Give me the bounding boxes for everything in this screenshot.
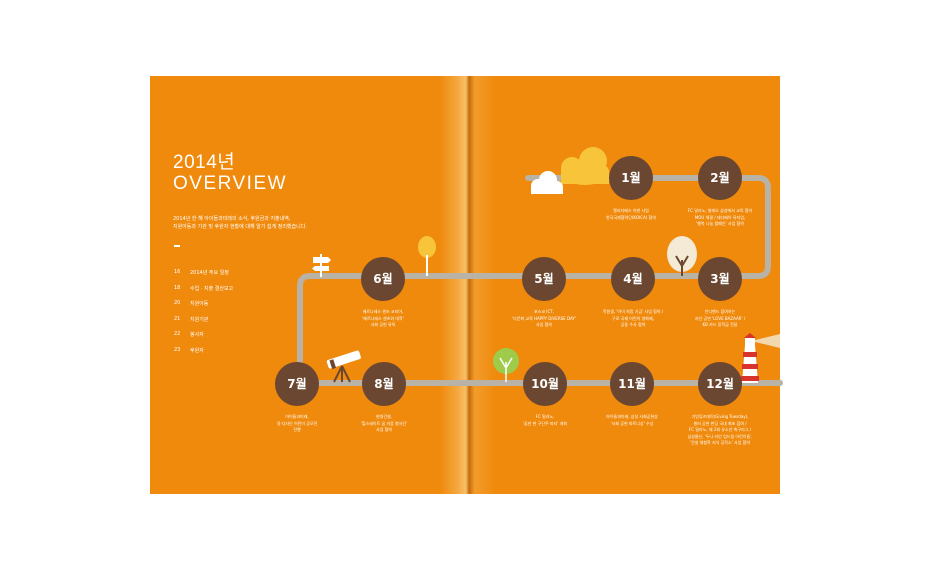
description-line: 현대건설,: [376, 414, 392, 419]
toc-page-number: 20: [174, 300, 181, 307]
description-line: FC 밀라노, 발레오 삼성에서 교육 협약: [687, 208, 753, 213]
toc-page-number: 22: [174, 331, 181, 338]
telescope-icon: [326, 350, 361, 383]
toc-label: 2014년 주요 일정: [190, 270, 229, 276]
month-description-jun: 베르나레스 센츠 코리아, '베르나레스 센츠와 대학' 사회 공헌 뮤직: [335, 309, 431, 329]
month-description-mar: 인디밴드 참여하는 자선 공연 'LOVE BAZAAR' / KB 카드 장학…: [672, 309, 768, 329]
description-line: 자선 공연 'LOVE BAZAAR' /: [694, 315, 746, 321]
toc-item[interactable]: 21 지원기관: [174, 316, 294, 332]
description-line: 기빙튜즈데이(Giving Tuesday),: [691, 414, 749, 419]
tree-white-icon: [667, 236, 697, 276]
description-line: 인디밴드 참여하는: [704, 309, 736, 314]
toc-label: 후원자: [190, 347, 204, 354]
description-line: FC 밀라노, 제 2회 유소년 축구리그 /: [688, 427, 752, 432]
toc-label: 지원아동: [190, 301, 209, 308]
month-description-jul: 아이들과미래, 경·디자인 어린이 공모전 진행: [249, 414, 345, 434]
intro-line: 지원아동과 기관 및 후원자 현황에 대해 알기 쉽게 정리했습니다.: [173, 224, 307, 230]
description-line: '베르나레스 센츠와 대학': [362, 315, 404, 321]
description-line: MOU 체결 / 테디베어 뮤지엄,: [694, 214, 746, 220]
toc-page-number: 18: [174, 284, 181, 291]
description-line: KB 카드 장학금 전달: [702, 322, 738, 327]
description-line: 포스코 ICT,: [534, 309, 554, 314]
month-marker-apr[interactable]: 4월: [611, 257, 655, 301]
tree-yellow-icon: [418, 236, 436, 276]
month-marker-nov[interactable]: 11월: [610, 362, 654, 406]
month-marker-may[interactable]: 5월: [522, 257, 566, 301]
toc-item[interactable]: 22 봉사자: [174, 331, 294, 347]
toc-label: 수입 · 지출 결산보고: [190, 285, 234, 292]
divider: [174, 245, 180, 247]
description-line: 학원생, '아이 희망 기금' 사업 협약 /: [602, 309, 664, 314]
left-page: [150, 76, 468, 494]
toc-label: 봉사자: [190, 332, 204, 339]
description-line: 삼성물산, '두나 라인 업드림 어린이들',: [687, 433, 753, 439]
description-line: FC 밀라노,: [535, 414, 555, 419]
toc-item[interactable]: 16 2014년 주요 일정: [174, 269, 294, 285]
toc-item[interactable]: 20 지원아동: [174, 300, 294, 316]
toc-page-number: 21: [174, 315, 181, 322]
description-line: 진행: [293, 427, 301, 432]
description-line: '건설 체험학 지식 공작소' 사업 협약: [689, 440, 751, 445]
description-line: 구로 국제 어린이 영화제,: [612, 315, 654, 321]
month-description-oct: FC 밀라노, '꿈만 한 구단주 파티' 개최: [497, 414, 593, 427]
lighthouse-icon: [741, 333, 780, 383]
intro-line: 2014년 한 해 아이들과미래의 소식, 후원금과 지출내역,: [173, 216, 291, 222]
description-line: 베르나레스 센츠 코리아,: [362, 309, 404, 314]
description-line: '힐스테이트 꿈 키움 봉사단': [360, 420, 408, 426]
toc-page-number: 23: [174, 346, 181, 353]
description-line: '행복 나눔 캠페인' 사업 협약: [696, 221, 744, 226]
description-line: 경·디자인 어린이 공모전: [276, 420, 318, 426]
description-line: '다문화 교육 HAPPY DIVERSE DAY': [512, 315, 576, 321]
description-line: 사업 협약: [376, 427, 392, 432]
month-marker-jan[interactable]: 1월: [609, 156, 653, 200]
title-year: 2014년: [173, 152, 236, 173]
month-marker-aug[interactable]: 8월: [362, 362, 406, 406]
book-spine: [440, 76, 496, 494]
description-line: 사회 공헌 뮤직: [370, 322, 396, 327]
description-line: 엘리자베스 아덴 사업: [613, 208, 649, 213]
month-marker-feb[interactable]: 2월: [698, 156, 742, 200]
month-marker-jul[interactable]: 7월: [275, 362, 319, 406]
cloud-white-icon: [531, 171, 563, 194]
month-description-apr: 학원생, '아이 희망 기금' 사업 협약 / 구로 국제 어린이 영화제, 공…: [585, 309, 681, 329]
month-marker-mar[interactable]: 3월: [698, 257, 742, 301]
month-marker-jun[interactable]: 6월: [361, 257, 405, 301]
toc-label: 지원기관: [190, 316, 209, 323]
month-marker-dec[interactable]: 12월: [698, 362, 742, 406]
signpost-icon: [312, 254, 331, 277]
table-of-contents: 16 2014년 주요 일정 18 수입 · 지출 결산보고 20 지원아동 21 지원…: [174, 269, 294, 363]
month-marker-oct[interactable]: 10월: [523, 362, 567, 406]
toc-page-number: 16: [174, 269, 181, 275]
description-line: 사업 협약: [536, 322, 552, 327]
cloud-yellow-icon: [561, 147, 609, 185]
tree-green-icon: [493, 348, 519, 382]
month-description-jan: 엘리자베스 아덴 사업 한국국제협력단(KOICA) 협약: [583, 208, 679, 221]
description-line: 아이들과미래,: [285, 414, 309, 419]
month-description-aug: 현대건설, '힐스테이트 꿈 키움 봉사단' 사업 협약: [336, 414, 432, 434]
description-line: '사회 공헌 파트너상' 수상: [610, 420, 654, 426]
month-description-dec: 기빙튜즈데이(Giving Tuesday), 셀러 공헌 펀딩 국내 최초 참…: [672, 414, 768, 447]
title-overview: OVERVIEW: [173, 173, 288, 194]
month-description-nov: 아이들과미래, 삼성 사회공헌상 '사회 공헌 파트너상' 수상: [584, 414, 680, 427]
description-line: 셀러 공헌 펀딩 국내 최초 참여 /: [693, 420, 747, 426]
description-line: '꿈만 한 구단주 파티' 개최: [522, 420, 568, 426]
month-description-feb: FC 밀라노, 발레오 삼성에서 교육 협약 MOU 체결 / 테디베어 뮤지엄…: [672, 208, 768, 228]
description-line: 공동 수사 협약: [620, 322, 646, 327]
toc-item[interactable]: 18 수입 · 지출 결산보고: [174, 285, 294, 301]
description-line: 한국국제협력단(KOICA) 협약: [606, 214, 656, 220]
description-line: 아이들과미래, 삼성 사회공헌상: [606, 414, 658, 419]
toc-item[interactable]: 23 후원자: [174, 347, 294, 363]
month-description-may: 포스코 ICT, '다문화 교육 HAPPY DIVERSE DAY' 사업 협…: [496, 309, 592, 329]
intro-text: 2014년 한 해 아이들과미래의 소식, 후원금과 지출내역, 지원아동과 기…: [173, 215, 343, 231]
